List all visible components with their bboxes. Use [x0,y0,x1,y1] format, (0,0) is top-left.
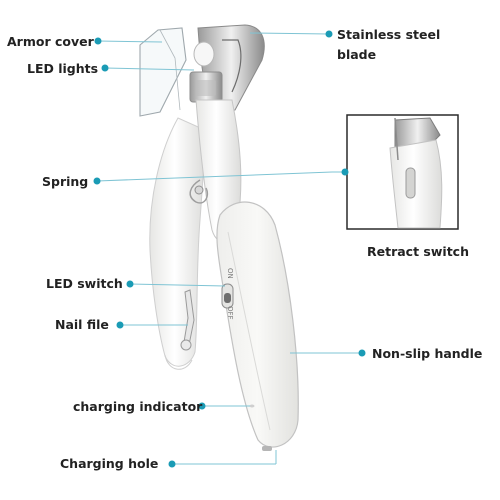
label-retract-switch: Retract switch [367,244,469,259]
dot-nonslip [358,349,366,357]
callout-line-led [104,67,195,71]
dot-retract [341,168,349,176]
switch-off-text: OFF [226,306,234,320]
led-bulb [193,41,215,67]
label-charging-hole: Charging hole [60,456,159,471]
dot-charging-ind [198,402,206,410]
callout-line-ledswitch [129,283,226,287]
label-non-slip-handle: Non-slip handle [372,346,483,361]
dot-blade [325,30,333,38]
label-spring: Spring [42,174,89,189]
dot-ledswitch [126,280,134,288]
callout-lines [96,32,362,465]
inset-retract-switch [405,167,416,199]
dot-charging-hole [168,460,176,468]
armor-cover-shape [139,27,187,117]
rear-lever [149,117,206,367]
label-charging-indicator: charging indicator [73,399,203,414]
spring-area [189,179,209,204]
dot-nailfile [116,321,124,329]
rear-lever-tip [164,354,193,370]
label-led-lights: LED lights [27,61,99,76]
dot-led [101,64,109,72]
dot-armor [94,37,102,45]
switch-on-text: ON [226,268,234,279]
callout-line-spring [96,171,333,182]
callout-dots [93,30,366,468]
callout-line-armor [97,40,163,43]
handle-seam [227,231,271,431]
callout-line-blade [249,32,330,35]
label-nail-file: Nail file [55,317,109,332]
main-handle [216,201,299,448]
label-armor-cover: Armor cover [7,34,94,49]
charging-port [262,446,272,451]
label-led-switch: LED switch [46,276,123,291]
charging-indicator-dot [249,404,255,408]
dot-spring [93,177,101,185]
label-stainless-steel-blade: Stainless steel blade [337,27,441,62]
inset-handle [389,139,443,229]
blade-edge [222,39,242,93]
